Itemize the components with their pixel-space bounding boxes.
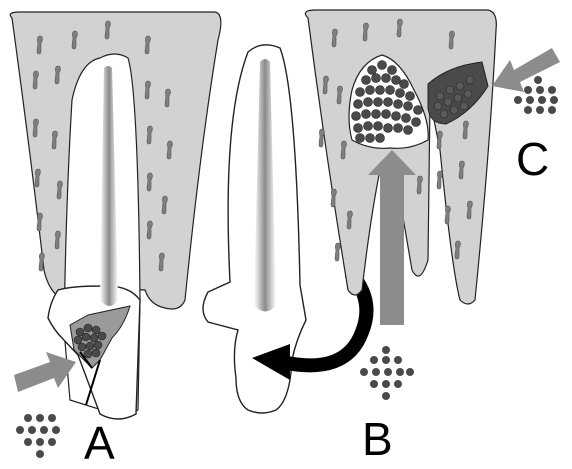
tooth-b	[305, 10, 560, 400]
label-c: C	[516, 136, 549, 182]
bacteria-group-b	[360, 346, 414, 400]
arrow-c	[492, 48, 560, 92]
label-a: A	[84, 420, 115, 466]
bacteria-group-a	[16, 414, 60, 458]
label-b: B	[362, 416, 393, 462]
tooth-a	[10, 12, 221, 458]
